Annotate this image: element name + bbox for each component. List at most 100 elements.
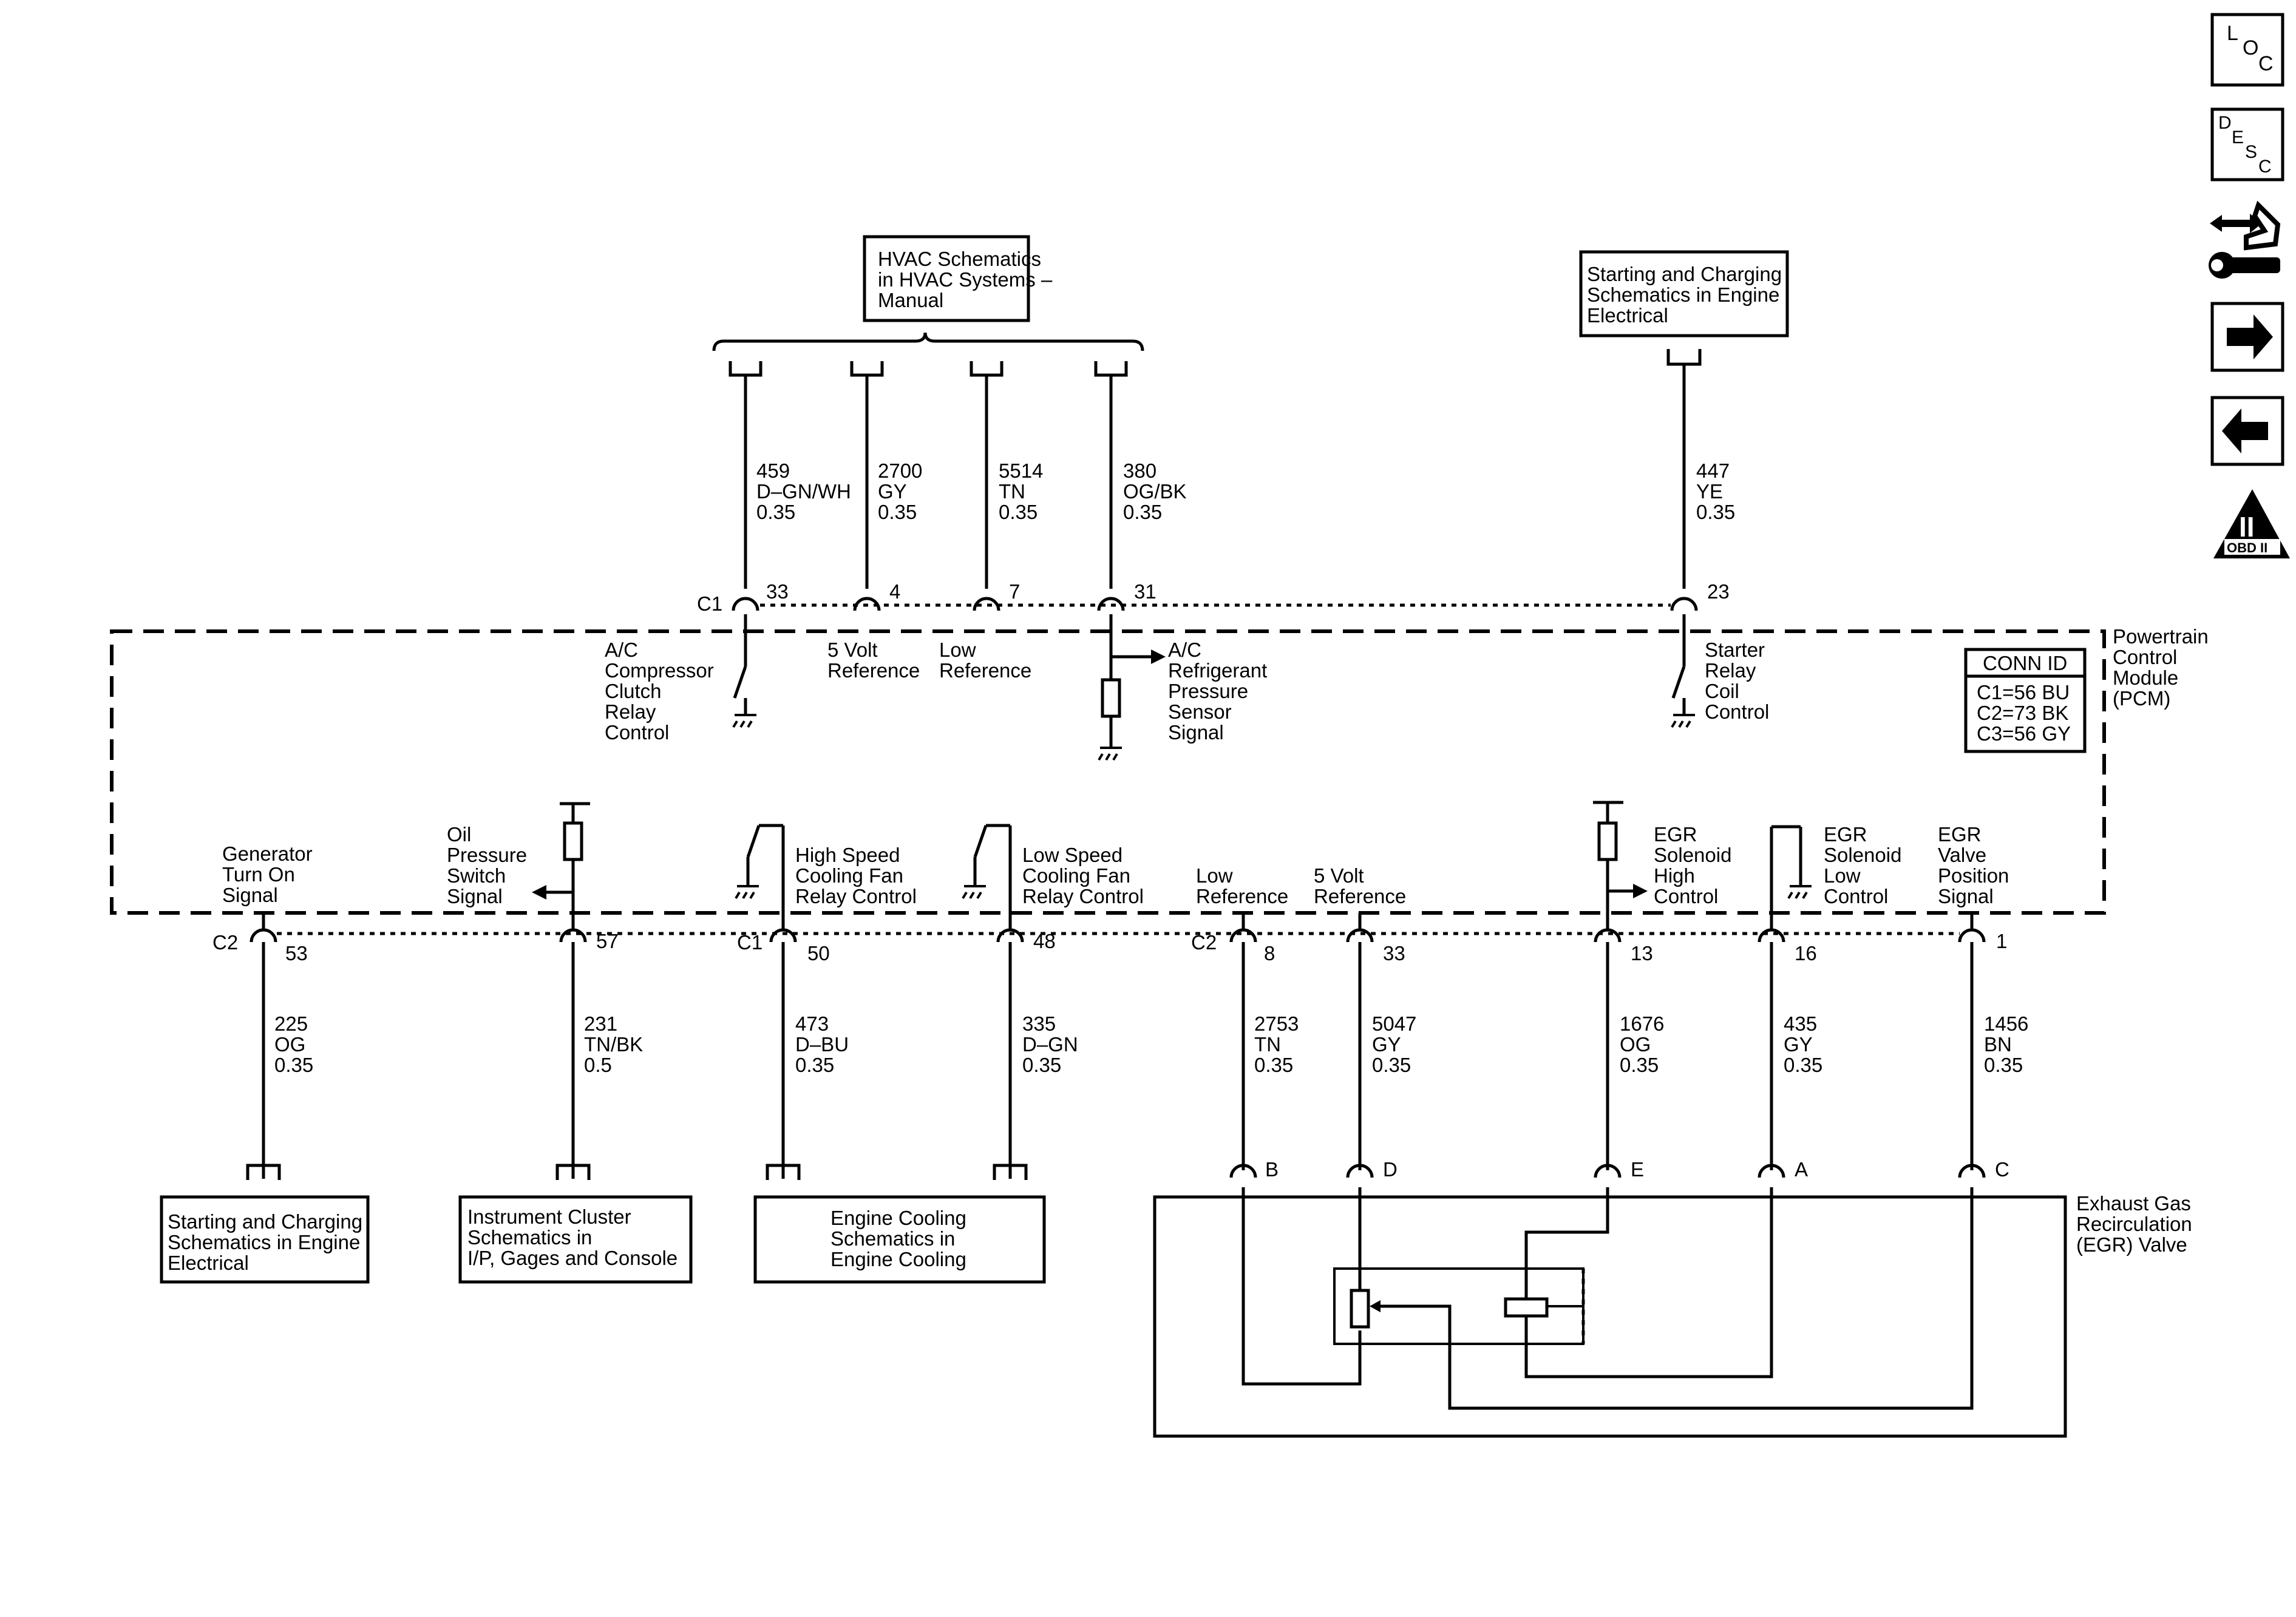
svg-text:0.35: 0.35 (274, 1054, 313, 1076)
svg-text:I/P, Gages and Console: I/P, Gages and Console (467, 1247, 678, 1269)
svg-text:Low: Low (1824, 864, 1861, 887)
svg-text:C2: C2 (1191, 931, 1217, 954)
svg-text:Refrigerant: Refrigerant (1168, 659, 1267, 682)
svg-text:0.35: 0.35 (1984, 1054, 2023, 1076)
svg-text:1: 1 (1996, 930, 2007, 952)
svg-text:473: 473 (795, 1012, 829, 1035)
svg-text:380: 380 (1123, 459, 1156, 482)
svg-text:Low: Low (939, 639, 976, 661)
svg-text:CONN ID: CONN ID (1983, 652, 2067, 674)
svg-text:B: B (1265, 1158, 1279, 1181)
svg-text:447: 447 (1696, 459, 1730, 482)
svg-text:Control: Control (2113, 646, 2177, 668)
svg-text:A: A (1795, 1158, 1808, 1181)
svg-text:Exhaust Gas: Exhaust Gas (2076, 1192, 2191, 1215)
hvac-line-3: Manual (878, 289, 943, 311)
svg-text:Reference: Reference (1314, 885, 1406, 907)
start-top-line-1: Starting and Charging (1587, 263, 1782, 285)
svg-text:Module: Module (2113, 666, 2178, 689)
svg-text:Schematics in: Schematics in (830, 1227, 955, 1250)
svg-text:0.35: 0.35 (756, 501, 795, 523)
svg-text:Instrument Cluster: Instrument Cluster (467, 1205, 631, 1228)
svg-text:0.35: 0.35 (795, 1054, 834, 1076)
start-top-line-3: Electrical (1587, 304, 1668, 327)
bottom-connectors: C2 53 57 C1 50 48 C2 8 33 13 16 1 (212, 928, 2007, 964)
svg-text:Signal: Signal (1168, 721, 1224, 744)
svg-text:Pressure: Pressure (1168, 680, 1248, 702)
svg-text:Control: Control (605, 721, 669, 744)
svg-text:Control: Control (1705, 700, 1769, 723)
svg-text:Relay Control: Relay Control (795, 885, 917, 907)
svg-text:D: D (2218, 113, 2232, 133)
svg-text:0.35: 0.35 (1784, 1054, 1822, 1076)
svg-text:(EGR) Valve: (EGR) Valve (2076, 1233, 2187, 1256)
svg-text:Control: Control (1824, 885, 1888, 907)
svg-text:Turn On: Turn On (222, 863, 295, 886)
svg-text:TN/BK: TN/BK (584, 1033, 643, 1056)
svg-text:E: E (1631, 1158, 1644, 1181)
svg-text:Clutch: Clutch (605, 680, 662, 702)
svg-text:16: 16 (1795, 942, 1817, 964)
svg-text:D–GN/WH: D–GN/WH (756, 480, 851, 503)
svg-text:Solenoid: Solenoid (1824, 844, 1901, 866)
svg-text:1456: 1456 (1984, 1012, 2028, 1035)
connector-wrench-icon[interactable] (2209, 200, 2281, 279)
engine-cooling-box[interactable]: Engine Cooling Schematics in Engine Cool… (753, 1195, 1046, 1284)
svg-text:TN: TN (1254, 1033, 1281, 1056)
svg-text:C: C (1995, 1158, 2009, 1181)
svg-text:Engine Cooling: Engine Cooling (830, 1207, 966, 1229)
egr-valve: B D E A C (1153, 1158, 2067, 1438)
svg-text:0.35: 0.35 (1254, 1054, 1293, 1076)
obd-ii-icon[interactable]: II OBD II (2213, 489, 2290, 558)
svg-text:Control: Control (1654, 885, 1718, 907)
svg-text:Relay: Relay (1705, 659, 1756, 682)
svg-text:Low: Low (1196, 864, 1233, 887)
svg-text:Valve: Valve (1938, 844, 1986, 866)
svg-text:GY: GY (1784, 1033, 1813, 1056)
desc-button[interactable]: D E S C (2210, 107, 2284, 181)
svg-text:L: L (2227, 22, 2238, 45)
instrument-cluster-box[interactable]: Instrument Cluster Schematics in I/P, Ga… (458, 1195, 693, 1284)
svg-text:S: S (2245, 142, 2257, 162)
egr-label: Exhaust Gas Recirculation (EGR) Valve (2076, 1192, 2192, 1256)
svg-text:C: C (2258, 52, 2274, 75)
svg-text:Relay: Relay (605, 700, 656, 723)
svg-text:Solenoid: Solenoid (1654, 844, 1731, 866)
svg-text:C3=56 GY: C3=56 GY (1977, 722, 2071, 745)
svg-text:0.35: 0.35 (878, 501, 917, 523)
start-top-line-2: Schematics in Engine (1587, 283, 1779, 306)
arrow-left-icon[interactable] (2210, 396, 2284, 466)
svg-text:Schematics in Engine: Schematics in Engine (168, 1231, 360, 1253)
top-wire-labels: 459 D–GN/WH 0.35 2700 GY 0.35 5514 TN 0.… (756, 459, 1735, 523)
svg-text:231: 231 (584, 1012, 617, 1035)
pcm-label: Powertrain Control Module (PCM) (2113, 625, 2209, 710)
svg-text:33: 33 (1383, 942, 1405, 964)
svg-text:High: High (1654, 864, 1695, 887)
svg-text:OG: OG (274, 1033, 305, 1056)
arrow-right-icon[interactable] (2210, 302, 2284, 372)
svg-text:A/C: A/C (1168, 639, 1201, 661)
hvac-line-1: HVAC Schematics (878, 248, 1041, 270)
svg-text:435: 435 (1784, 1012, 1817, 1035)
starting-charging-top-box[interactable]: Starting and Charging Schematics in Engi… (1579, 250, 1789, 337)
svg-text:Reference: Reference (1196, 885, 1288, 907)
svg-text:Schematics in: Schematics in (467, 1226, 592, 1249)
svg-text:50: 50 (807, 942, 830, 964)
loc-button[interactable]: L O C (2210, 13, 2284, 87)
svg-text:5 Volt: 5 Volt (827, 639, 878, 661)
hvac-reference-box[interactable]: HVAC Schematics in HVAC Systems – Manual (863, 235, 1053, 322)
svg-text:2753: 2753 (1254, 1012, 1299, 1035)
svg-text:0.35: 0.35 (1123, 501, 1162, 523)
svg-text:Relay Control: Relay Control (1022, 885, 1144, 907)
svg-text:1676: 1676 (1620, 1012, 1664, 1035)
svg-text:Pressure: Pressure (447, 844, 527, 866)
svg-text:Coil: Coil (1705, 680, 1739, 702)
svg-text:Sensor: Sensor (1168, 700, 1232, 723)
svg-text:8: 8 (1264, 942, 1275, 964)
starting-charging-bottom-box[interactable]: Starting and Charging Schematics in Engi… (160, 1195, 370, 1284)
svg-text:0.35: 0.35 (1372, 1054, 1411, 1076)
svg-text:0.35: 0.35 (1696, 501, 1735, 523)
svg-text:GY: GY (1372, 1033, 1401, 1056)
svg-text:C2=73 BK: C2=73 BK (1977, 702, 2068, 724)
svg-text:D–BU: D–BU (795, 1033, 849, 1056)
